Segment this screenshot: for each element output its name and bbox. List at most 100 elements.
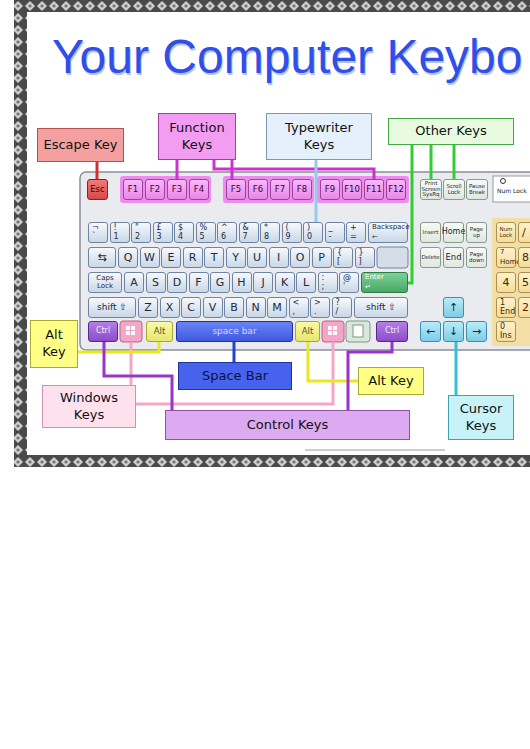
key-cap: {[ bbox=[333, 247, 353, 268]
key-cap: ↑ bbox=[443, 297, 464, 318]
key-label: ¬ bbox=[92, 224, 99, 232]
key-cap: Page up bbox=[466, 222, 487, 243]
key-label: U bbox=[253, 252, 261, 264]
enter-upper bbox=[377, 247, 408, 268]
key-label: @ bbox=[343, 274, 351, 282]
key-cap: D bbox=[167, 272, 187, 293]
key-cap: T bbox=[204, 247, 224, 268]
callout-box: Cursor Keys bbox=[448, 395, 514, 440]
key-cap: H bbox=[232, 272, 252, 293]
key-label: End bbox=[445, 253, 461, 262]
key-cap: Alt bbox=[295, 321, 320, 342]
key-cap: E bbox=[161, 247, 181, 268]
key-label: F9 bbox=[325, 185, 335, 194]
key-label: T bbox=[211, 252, 218, 264]
key-label: S bbox=[152, 277, 159, 289]
callout-box: Other Keys bbox=[388, 118, 514, 145]
key-label: 1 bbox=[500, 299, 505, 307]
key-label: ] bbox=[359, 258, 362, 266]
key-label: B bbox=[230, 302, 238, 314]
windows-logo bbox=[126, 326, 135, 335]
key-cap: F bbox=[189, 272, 209, 293]
key-label: ← bbox=[372, 234, 378, 241]
key-cap: 8 bbox=[518, 247, 530, 268]
key-label: R bbox=[189, 252, 197, 264]
key-cap: V bbox=[203, 297, 223, 318]
key-cap: F6 bbox=[248, 179, 268, 200]
key-label: . bbox=[314, 308, 317, 316]
key-label: Print Screen SysRq bbox=[421, 181, 441, 198]
key-cap: I bbox=[269, 247, 289, 268]
key-label: Page down bbox=[467, 252, 486, 264]
key-label: End bbox=[500, 308, 515, 316]
key-label: ` bbox=[92, 233, 96, 241]
key-label: Y bbox=[232, 252, 239, 264]
key-cap: Ctrl bbox=[88, 321, 118, 342]
key-cap: G bbox=[210, 272, 230, 293]
key-label: 0 bbox=[307, 233, 312, 241]
key-label: / bbox=[522, 227, 526, 239]
key-cap: F10 bbox=[342, 179, 362, 200]
callout-box: Space Bar bbox=[178, 362, 292, 390]
key-label: E bbox=[168, 252, 175, 264]
key-cap: C bbox=[181, 297, 201, 318]
key-label: O bbox=[296, 252, 305, 264]
function-group bbox=[223, 176, 314, 203]
leader-line bbox=[408, 145, 412, 283]
function-group bbox=[120, 176, 211, 203]
callout-box: Escape Key bbox=[37, 128, 124, 162]
key-label: % bbox=[200, 224, 208, 232]
leader-line bbox=[214, 160, 374, 179]
key-label: F1 bbox=[128, 185, 138, 194]
key-cap: @' bbox=[339, 272, 359, 293]
key-cap: F5 bbox=[226, 179, 246, 200]
key-label: shift ⇧ bbox=[366, 303, 396, 312]
key-label: L bbox=[303, 277, 309, 289]
key-cap: F3 bbox=[167, 179, 187, 200]
key-label: I bbox=[277, 252, 280, 264]
key-label: Scroll Lock bbox=[444, 184, 464, 196]
key-label: + bbox=[350, 224, 357, 232]
key-label: H bbox=[237, 277, 245, 289]
leader-line bbox=[315, 160, 318, 222]
key-cap: End bbox=[443, 247, 464, 268]
key-cap: 4 bbox=[496, 272, 516, 293]
key-label: , bbox=[293, 308, 296, 316]
key-label: 5 bbox=[522, 277, 529, 289]
key-cap: N bbox=[246, 297, 266, 318]
callout-label: Function Keys bbox=[162, 120, 232, 154]
key-label: W bbox=[144, 252, 155, 264]
key-cap: F2 bbox=[145, 179, 165, 200]
key-cap: "2 bbox=[131, 222, 151, 243]
key-label: ^ bbox=[221, 224, 228, 232]
key-label: F8 bbox=[297, 185, 307, 194]
key-cap: Pause Break bbox=[466, 179, 488, 200]
leader-line bbox=[233, 342, 236, 362]
key-cap: &7 bbox=[239, 222, 259, 243]
callout-box: Control Keys bbox=[165, 410, 410, 440]
key-cap: Scroll Lock bbox=[443, 179, 465, 200]
key-label: ↵ bbox=[365, 284, 371, 291]
key-cap: ¬` bbox=[88, 222, 108, 243]
windows-logo bbox=[328, 326, 337, 335]
leader-line bbox=[78, 342, 159, 352]
leader-line bbox=[130, 342, 133, 385]
key-cap: J bbox=[253, 272, 273, 293]
key-cap: F9 bbox=[320, 179, 340, 200]
key-cap: F12 bbox=[386, 179, 406, 200]
key-label: G bbox=[216, 277, 225, 289]
key-label: F7 bbox=[275, 185, 285, 194]
key-label: ↓ bbox=[449, 326, 458, 338]
key-cap: Y bbox=[226, 247, 246, 268]
poster-panel bbox=[27, 12, 530, 455]
key-cap: 2 bbox=[518, 297, 530, 318]
key-label: ? bbox=[336, 299, 340, 307]
key-cap: F11 bbox=[364, 179, 384, 200]
key-label: [ bbox=[337, 258, 340, 266]
key-label: < bbox=[293, 299, 300, 307]
key-label: Alt bbox=[154, 327, 166, 336]
key-label: X bbox=[166, 302, 174, 314]
key-cap: Page down bbox=[466, 247, 487, 268]
key-label: Ins bbox=[500, 332, 512, 340]
